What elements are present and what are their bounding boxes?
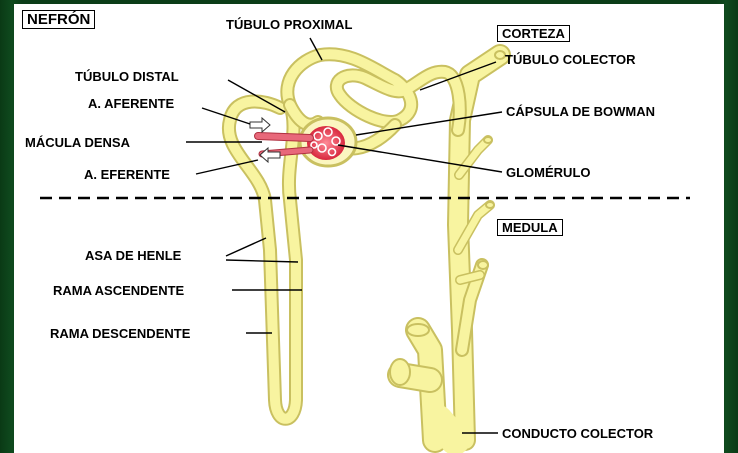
region-label-cortex: CORTEZA [497, 25, 570, 42]
label-afferent-arteriole: A. AFERENTE [88, 97, 174, 110]
label-proximal-tubule: TÚBULO PROXIMAL [226, 18, 352, 31]
label-descending-limb: RAMA DESCENDENTE [50, 327, 190, 340]
leader-henle-b [226, 260, 298, 262]
label-distal-tubule: TÚBULO DISTAL [75, 70, 179, 83]
label-bowman-capsule: CÁPSULA DE BOWMAN [506, 105, 655, 118]
label-collecting-duct: CONDUCTO COLECTOR [502, 427, 653, 440]
afferent-arteriole [258, 136, 310, 138]
label-loop-of-henle: ASA DE HENLE [85, 249, 181, 262]
leader-henle-a [226, 238, 266, 256]
afferent-flow-arrow [250, 118, 270, 132]
label-ascending-limb: RAMA ASCENDENTE [53, 284, 184, 297]
label-macula-densa: MÁCULA DENSA [25, 136, 130, 149]
glomerulus-tuft [307, 126, 345, 160]
label-collecting-tubule: TÚBULO COLECTOR [505, 53, 635, 66]
label-glomerulus: GLOMÉRULO [506, 166, 591, 179]
region-label-medulla: MEDULA [497, 219, 563, 236]
label-efferent-arteriole: A. EFERENTE [84, 168, 170, 181]
diagram-title: NEFRÓN [22, 10, 95, 29]
